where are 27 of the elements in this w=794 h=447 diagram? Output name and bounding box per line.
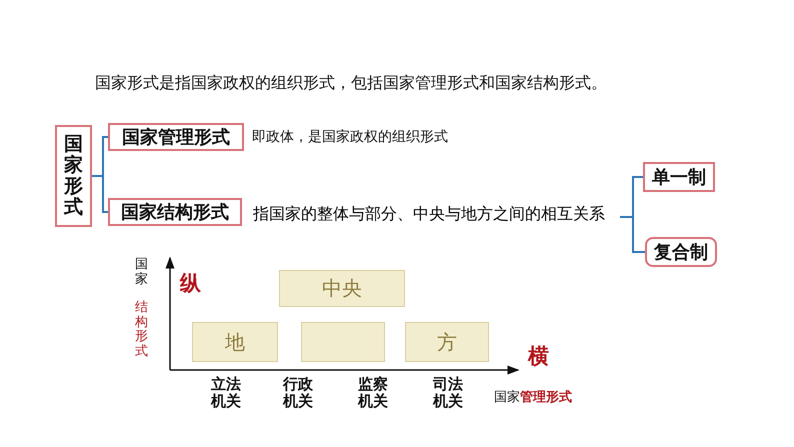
bracket-connector [632,217,645,253]
axis-category: 行政机关 [283,376,313,410]
bracket-connector [620,216,633,218]
axis-title: 结构形式 [135,301,148,360]
axis-letter: 纵 [180,270,201,297]
axis-title: 国家 [494,389,520,406]
block-box: 中央 [279,270,405,307]
axis-category: 司法机关 [433,376,463,410]
axis-category: 监察机关 [358,376,388,410]
term-box: 单一制 [643,162,715,192]
axis-letter: 横 [528,343,549,370]
bracket-connector [632,176,643,217]
block-box: 方 [405,322,489,362]
term-box: 国家管理形式 [108,123,244,151]
block-box: 地 [192,322,278,362]
term-text: 国家形式 [64,134,83,218]
axis-title: 国家 [135,258,148,288]
description-text: 指国家的整体与部分、中央与地方之间的相互关系 [253,204,620,224]
term-box [55,125,92,227]
title-text: 国家形式是指国家政权的组织形式，包括国家管理形式和国家结构形式。 [95,73,607,94]
term-box: 复合制 [645,237,717,267]
block-box [301,322,385,362]
term-box: 国家结构形式 [108,198,242,226]
bracket-connector [92,175,108,213]
axis-category: 立法机关 [211,376,241,410]
axis-title: 管理形式 [520,389,572,406]
description-text: 即政体，是国家政权的组织形式 [252,128,449,146]
